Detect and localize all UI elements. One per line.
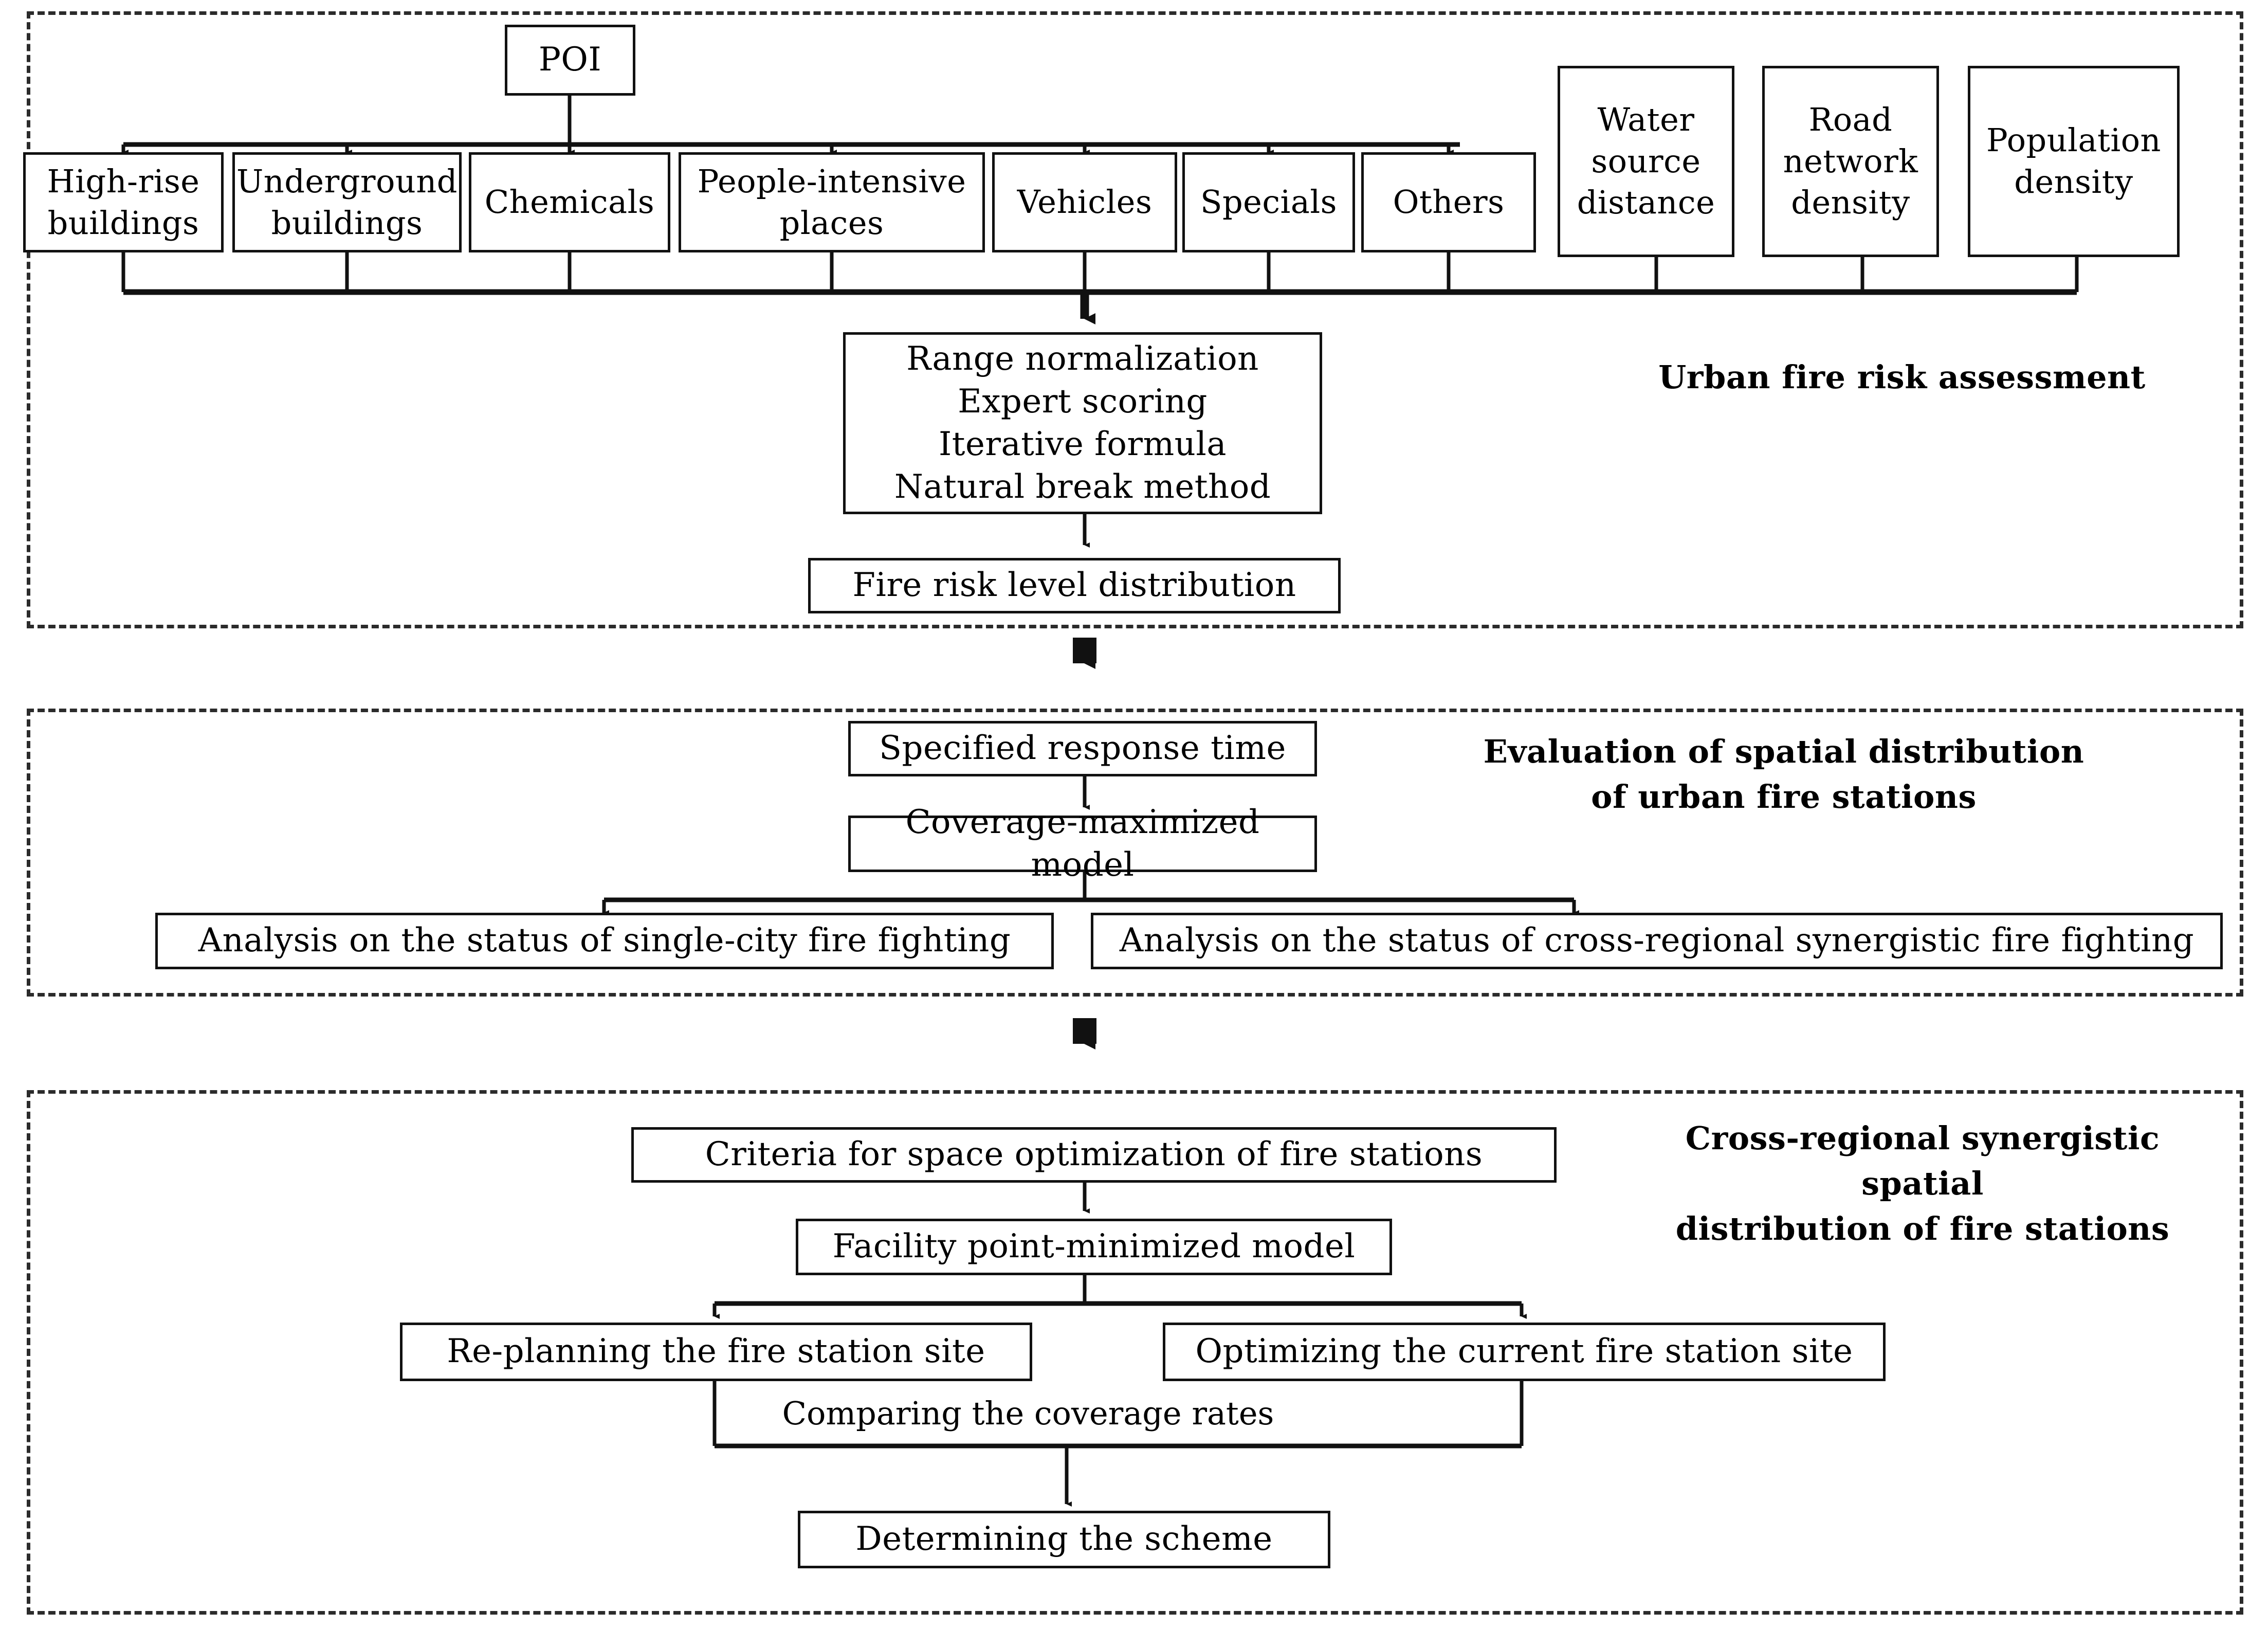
node-vehicles[interactable]: Vehicles [992, 152, 1177, 252]
node-facility-point-minimized-model[interactable]: Facility point-minimized model [796, 1219, 1392, 1275]
node-fire-risk-level-distribution[interactable]: Fire risk level distribution [808, 558, 1341, 613]
caption-section-2: Evaluation of spatial distribution of ur… [1483, 733, 2084, 816]
node-high-rise-buildings[interactable]: High-rise buildings [23, 152, 224, 252]
node-poi[interactable]: POI [505, 25, 635, 96]
node-population-density[interactable]: Population density [1968, 66, 2180, 257]
node-specials[interactable]: Specials [1182, 152, 1355, 252]
node-analysis-cross-regional-fire-fighting[interactable]: Analysis on the status of cross-regional… [1091, 913, 2223, 969]
node-chemicals[interactable]: Chemicals [469, 152, 670, 252]
node-coverage-maximized-model[interactable]: Coverage-maximized model [848, 803, 1317, 884]
node-water-source-distance[interactable]: Water source distance [1558, 66, 1734, 257]
node-underground-buildings[interactable]: Underground buildings [232, 152, 462, 252]
node-criteria-space-optimization[interactable]: Criteria for space optimization of fire … [631, 1127, 1557, 1183]
node-determining-the-scheme[interactable]: Determining the scheme [798, 1511, 1330, 1568]
caption-section-3: Cross-regional synergistic spatial distr… [1675, 1119, 2170, 1248]
node-people-intensive-places[interactable]: People-intensive places [679, 152, 985, 252]
node-others[interactable]: Others [1361, 152, 1536, 252]
section-urban-fire-risk-assessment [27, 11, 2243, 628]
node-analysis-single-city-fire-fighting[interactable]: Analysis on the status of single-city fi… [155, 913, 1054, 969]
node-risk-method-box[interactable]: Range normalization Expert scoring Itera… [843, 332, 1322, 514]
label-comparing-the-coverage-rates: Comparing the coverage rates [782, 1395, 1274, 1432]
node-road-network-density[interactable]: Road network density [1762, 66, 1939, 257]
section-evaluation-of-spatial-distribution [27, 709, 2243, 997]
node-optimizing-current-fire-station-site[interactable]: Optimizing the current fire station site [1163, 1323, 1886, 1381]
node-re-planning-fire-station-site[interactable]: Re-planning the fire station site [400, 1323, 1032, 1381]
node-specified-response-time[interactable]: Specified response time [848, 721, 1317, 776]
section-cross-regional-synergistic-distribution [27, 1090, 2243, 1615]
caption-section-1: Urban fire risk assessment [1658, 358, 2146, 396]
